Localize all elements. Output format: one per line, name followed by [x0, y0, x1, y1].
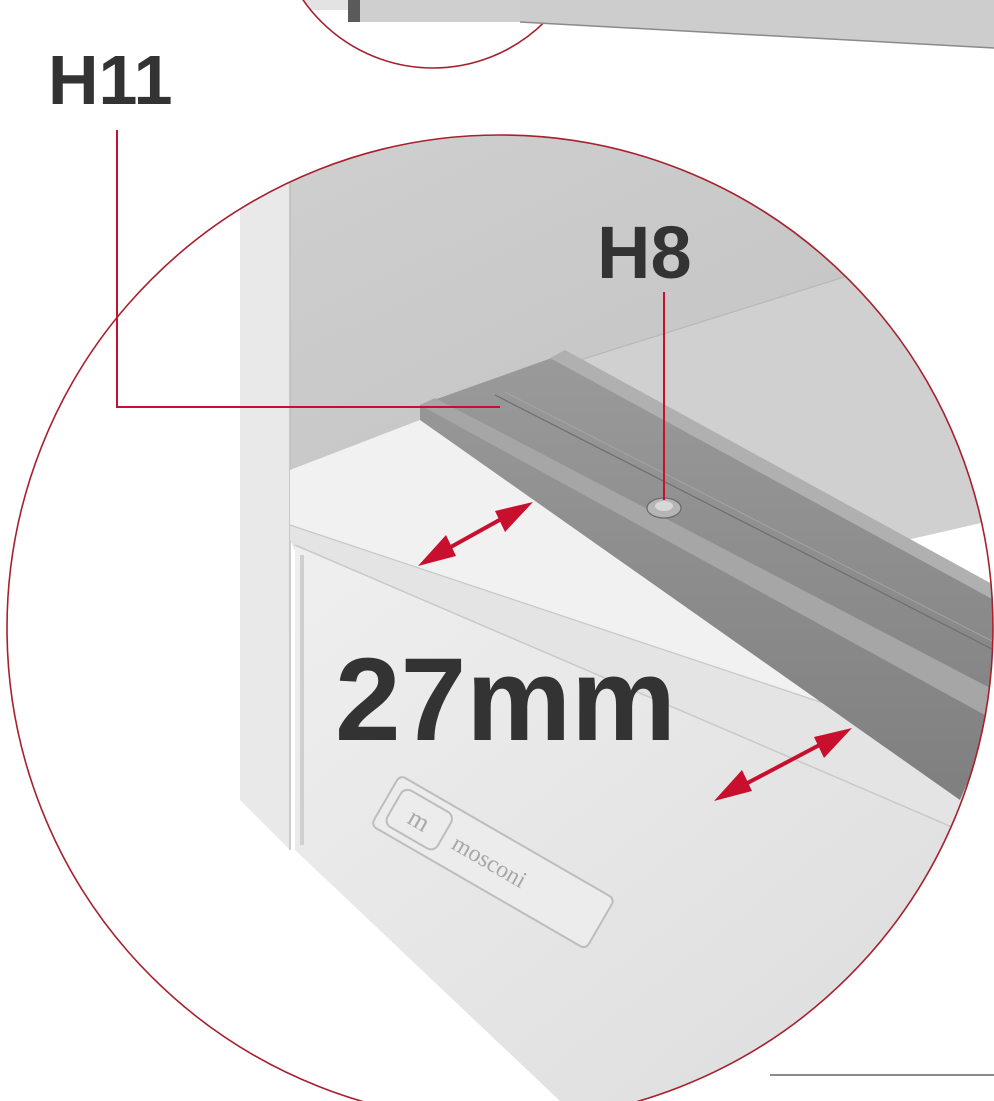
shelf-top-edge — [520, 0, 994, 48]
h11-leader-line — [116, 130, 500, 408]
dimension-arrow-upper — [418, 502, 533, 566]
brand-logo-mark — [385, 788, 453, 851]
h11-label: H11 — [48, 41, 173, 119]
screw — [646, 497, 682, 519]
top-detail-circle — [302, 0, 564, 69]
shelf-top-edge-line — [519, 21, 994, 49]
dimension-label: 27mm — [335, 634, 676, 766]
dimension-arrow-lower — [714, 728, 852, 801]
drawer-top-edge — [294, 544, 993, 846]
side-panel — [240, 135, 290, 850]
h8-label: H8 — [597, 211, 692, 294]
drawer-front — [295, 545, 993, 1101]
rail-lip-front — [420, 398, 993, 720]
rail-groove-highlight — [504, 391, 993, 643]
main-detail-circle — [6, 134, 994, 1101]
rail-lip-back — [550, 350, 993, 600]
rail-groove — [494, 394, 993, 651]
main-detail-view: m mosconi — [7, 135, 993, 1101]
